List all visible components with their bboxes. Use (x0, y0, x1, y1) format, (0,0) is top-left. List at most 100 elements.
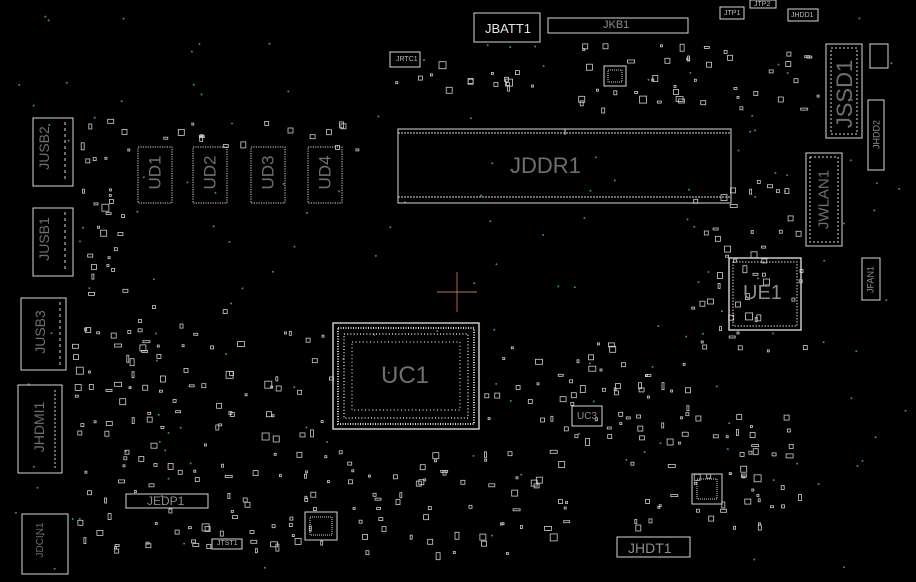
smd-component (667, 463, 676, 468)
label-jedp: JEDP1 (147, 494, 185, 508)
smd-component (585, 438, 590, 446)
via-dot (152, 278, 155, 281)
via-dot (389, 226, 392, 229)
label-jrtc: JRTC1 (396, 56, 418, 63)
via-dot (486, 44, 489, 47)
smd-component (188, 384, 195, 388)
smd-component (602, 43, 609, 50)
jbatt-connector (473, 12, 541, 43)
smd-component (563, 520, 571, 524)
smd-component (781, 504, 785, 509)
jdcin-connector (21, 513, 69, 575)
smd-component (91, 273, 95, 280)
smd-component (579, 385, 586, 394)
via-dot (231, 122, 233, 125)
smd-component (515, 476, 519, 480)
label-jbatt: JBATT1 (485, 21, 531, 36)
via-dot (18, 84, 21, 86)
via-dot (557, 285, 560, 288)
smd-component (756, 494, 760, 497)
smd-component (121, 214, 125, 219)
smd-component (550, 415, 554, 422)
smd-component (729, 203, 738, 208)
via-dot (82, 226, 84, 229)
smd-component (203, 443, 207, 447)
smd-component (222, 309, 228, 315)
smd-component (530, 479, 538, 487)
smd-component (177, 128, 185, 136)
smd-component (505, 82, 510, 86)
via-dot (613, 179, 616, 182)
via-dot (36, 486, 39, 489)
smd-component (708, 515, 715, 522)
smd-component (735, 301, 741, 308)
smd-component (272, 435, 280, 443)
via-dot (32, 465, 35, 468)
smd-component (96, 331, 101, 335)
smd-component (105, 212, 112, 216)
smd-component (232, 515, 238, 519)
smd-component (128, 386, 132, 390)
via-dot (473, 282, 476, 285)
smd-component (507, 85, 511, 92)
smd-component (785, 453, 794, 459)
smd-component (777, 96, 784, 103)
smd-component (101, 203, 110, 212)
smd-component (347, 461, 353, 466)
smd-component (150, 442, 158, 449)
ud-chips (137, 146, 343, 204)
smd-component (305, 470, 309, 474)
via-dot (588, 362, 591, 365)
via-dot (214, 191, 217, 194)
ue1-chip (728, 257, 802, 331)
smd-component (139, 344, 147, 352)
label-ud1: UD1 (145, 155, 165, 190)
smd-component (264, 380, 273, 389)
smd-component (432, 452, 440, 460)
via-dot (578, 432, 581, 435)
via-dot (120, 100, 123, 103)
smd-component (678, 441, 681, 445)
via-dot (707, 271, 710, 273)
smd-component (129, 358, 135, 367)
smd-component (736, 96, 740, 99)
smd-component (191, 122, 195, 126)
smd-component (637, 425, 644, 432)
via-dot (890, 62, 893, 65)
smd-component (309, 134, 316, 140)
smd-component (678, 98, 685, 104)
smd-component (445, 86, 453, 94)
smd-component (118, 479, 125, 484)
major-outlines (17, 0, 889, 575)
via-dot (71, 518, 74, 520)
smd-component (786, 428, 791, 433)
smd-component (666, 438, 674, 446)
via-dot (643, 451, 646, 454)
smd-component (221, 463, 224, 468)
smd-component (107, 513, 112, 520)
smd-component (108, 193, 112, 197)
via-dot (534, 45, 537, 48)
smd-component (479, 533, 487, 541)
smd-component (93, 202, 99, 206)
smd-component (588, 354, 594, 361)
via-dot (850, 397, 853, 400)
smd-component (636, 414, 641, 419)
smd-component (733, 87, 738, 90)
via-dot (287, 90, 290, 93)
via-dot (225, 353, 227, 356)
via-dot (754, 129, 756, 132)
label-jfan: JFAN1 (865, 266, 876, 294)
smd-component (619, 422, 623, 426)
smd-component (751, 444, 760, 448)
smd-component (694, 78, 697, 82)
smd-component (696, 508, 700, 513)
label-uc3: UC3 (577, 411, 598, 422)
smd-component (645, 374, 648, 378)
smd-component (159, 375, 166, 383)
smd-component (230, 509, 234, 513)
smd-component (559, 396, 567, 403)
via-dot (856, 465, 859, 467)
smd-component (804, 55, 811, 59)
smd-component (201, 383, 207, 389)
